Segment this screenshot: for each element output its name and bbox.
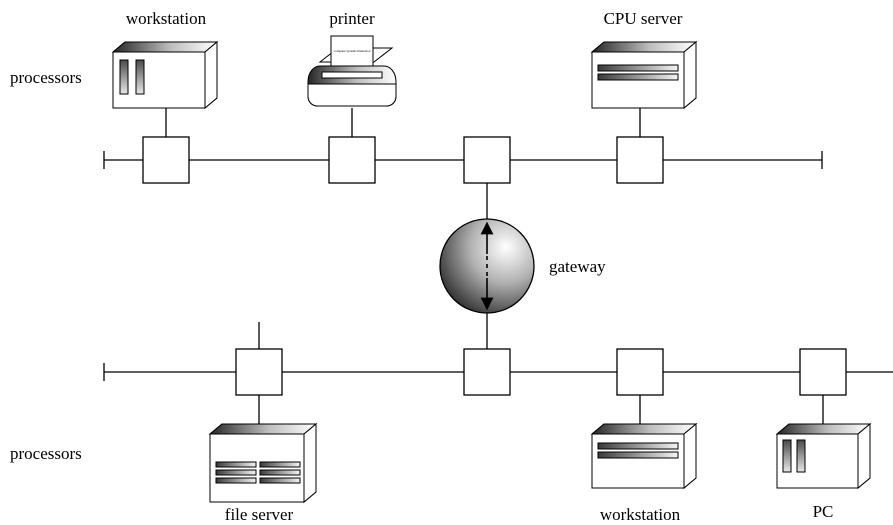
printer-paper-text: Computer Systems Illustration [334, 49, 371, 53]
gateway [439, 183, 535, 349]
pc-label: PC [813, 502, 834, 521]
processors-top-label: processors [10, 68, 82, 87]
interface-node-workstation-bottom [616, 348, 664, 396]
workstation-bottom-label: workstation [600, 505, 681, 524]
printer-icon: Computer Systems Illustration [307, 35, 397, 107]
interface-node-gateway-bottom [463, 348, 511, 396]
pc-icon [775, 422, 872, 490]
interface-node-file-server [235, 348, 283, 396]
file-server-icon [208, 422, 318, 504]
interface-node-gateway-top [463, 136, 511, 184]
printer-label: printer [329, 9, 375, 28]
workstation-top-label: workstation [126, 9, 207, 28]
cpu-server-icon [590, 40, 698, 110]
file-server-label: file server [225, 505, 294, 524]
cpu-server-label: CPU server [604, 9, 683, 28]
processors-bottom-label: processors [10, 444, 82, 463]
interface-node-workstation [142, 136, 190, 184]
gateway-label: gateway [549, 257, 606, 276]
workstation-top-icon [111, 40, 219, 110]
interface-node-pc [799, 348, 847, 396]
top-lan [103, 108, 823, 184]
workstation-bottom-icon [590, 422, 698, 490]
interface-node-printer [328, 136, 376, 184]
interface-node-cpu-server [616, 136, 664, 184]
bottom-lan [103, 322, 893, 424]
